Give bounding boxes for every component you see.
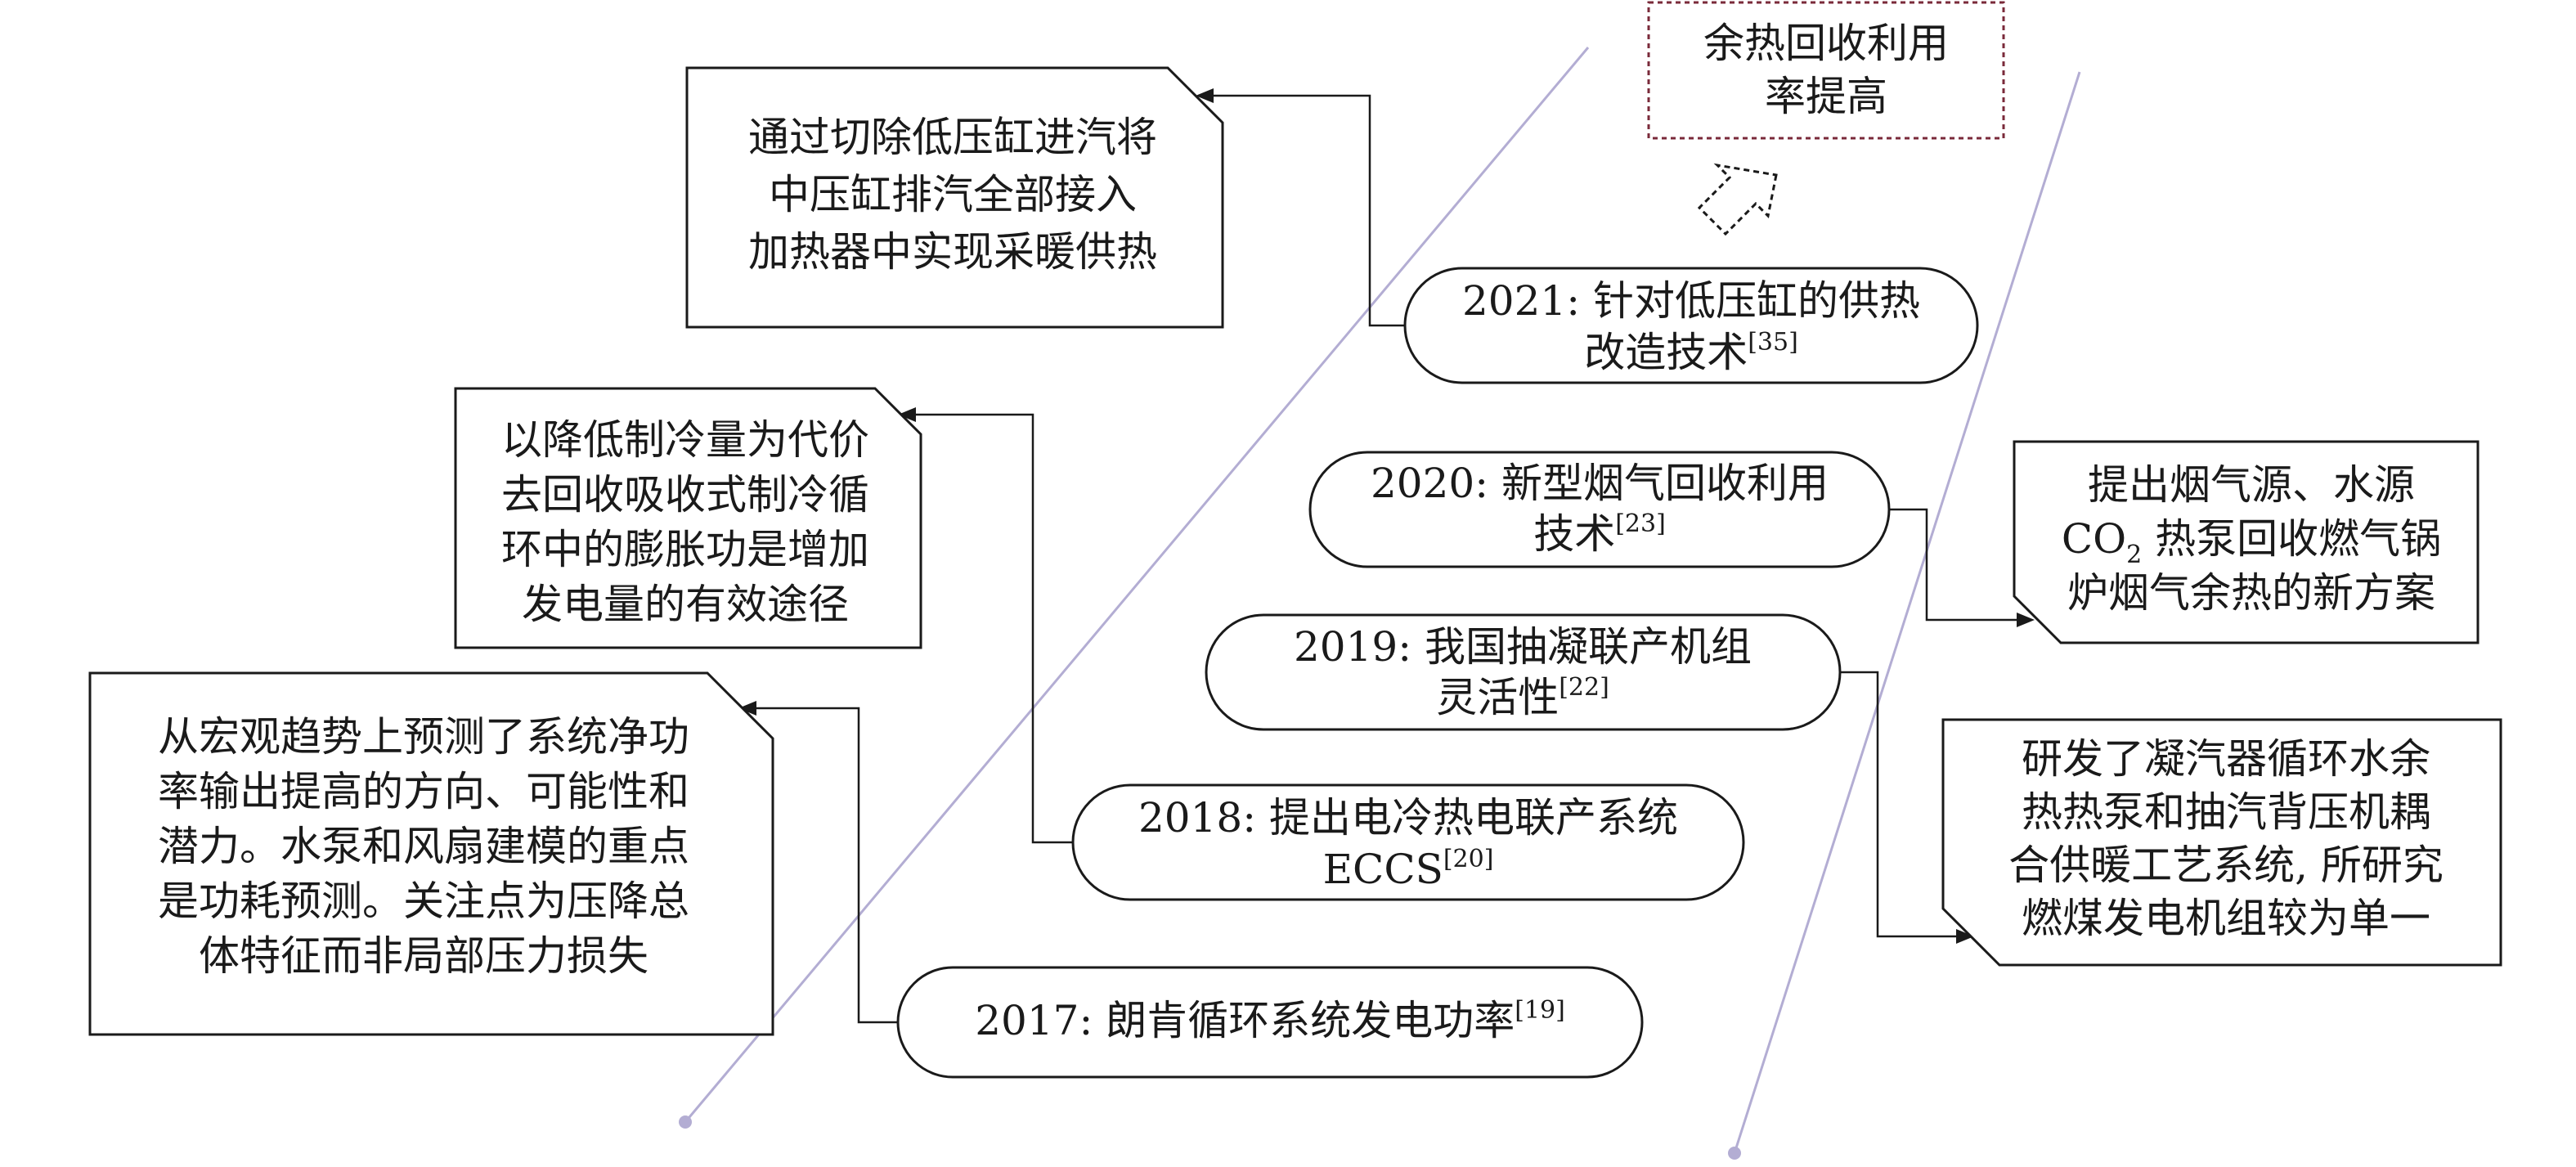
- arrowhead-2018-note: [898, 407, 916, 422]
- note-2017-line-3: 潜力。水泵和风扇建模的重点: [158, 823, 689, 870]
- node-2021-ref: [35]: [1748, 328, 1798, 357]
- note-2020: [2013, 440, 2480, 644]
- note-2018-line-1: 以降低制冷量为代价: [501, 416, 869, 464]
- node-2018-ref: [20]: [1443, 845, 1494, 873]
- arrowhead-2017-note: [738, 701, 756, 716]
- timeline-node-2021: [1403, 267, 1979, 384]
- note-2019: [1941, 718, 2502, 967]
- connector-2021-note: [1210, 94, 1405, 327]
- node-2017-ref: [19]: [1515, 996, 1565, 1025]
- note-2020-line-2: CO2 热泵回收燃气锅: [2062, 515, 2441, 569]
- timeline-node-2020: [1308, 451, 1891, 568]
- note-2017-line-1: 从宏观趋势上预测了系统净功: [158, 713, 689, 761]
- connector-2018-note: [912, 413, 1073, 844]
- note-2018: [454, 387, 922, 649]
- node-2021-line-2: 改造技术[35]: [1584, 328, 1798, 376]
- node-2017-line-1: 2017: 朗肯循环系统发电功率[19]: [975, 996, 1565, 1044]
- node-2018-line-1: 2018: 提出电冷热电联产系统: [1138, 794, 1678, 842]
- node-2019-line-1: 2019: 我国抽凝联产机组: [1294, 623, 1752, 671]
- note-2021-line-2: 中压缸排汽全部接入: [769, 171, 1137, 218]
- timeline-node-2018: [1071, 783, 1745, 901]
- note-2021-line-3: 加热器中实现采暖供热: [748, 228, 1157, 276]
- timeline-line-left: [684, 47, 1590, 1123]
- node-2020-ref: [23]: [1615, 509, 1666, 538]
- note-2019-line-2: 热热泵和抽汽背压机耦: [2022, 788, 2430, 836]
- note-2019-line-4: 燃煤发电机组较为单一: [2022, 895, 2430, 942]
- connector-2020-note: [1889, 508, 2020, 622]
- note-2018-line-2: 去回收吸收式制冷循: [501, 471, 869, 518]
- timeline-dot-right: [1728, 1147, 1741, 1160]
- future-text-line-1: 余热回收利用: [1703, 20, 1949, 67]
- node-2018-line-2: ECCS[20]: [1323, 845, 1494, 893]
- note-2020-line-3: 炉烟气余热的新方案: [2067, 569, 2435, 617]
- note-2021-line-1: 通过切除低压缸进汽将: [748, 114, 1157, 161]
- node-2019-line-2: 灵活性[22]: [1436, 673, 1609, 721]
- note-2019-line-1: 研发了凝汽器循环水余: [2022, 735, 2430, 783]
- note-2020-line-1: 提出烟气源、水源: [2088, 461, 2415, 509]
- node-2020-line-2: 技术[23]: [1533, 509, 1666, 558]
- arrowhead-2019-note: [1956, 929, 1974, 944]
- note-2017-line-2: 率输出提高的方向、可能性和: [158, 768, 689, 815]
- note-2021: [685, 66, 1224, 329]
- arrowhead-2021-note: [1196, 88, 1214, 103]
- note-2017-line-5: 体特征而非局部压力损失: [199, 932, 648, 980]
- node-2020-line-1: 2020: 新型烟气回收利用: [1371, 460, 1829, 507]
- timeline-dot-left: [679, 1115, 692, 1129]
- future-arrow-icon: [1697, 163, 1778, 236]
- timeline-node-2017: [896, 966, 1644, 1079]
- note-2017: [88, 671, 774, 1036]
- note-2019-line-3: 合供暖工艺系统, 所研究: [2008, 842, 2444, 889]
- node-2021-line-1: 2021: 针对低压缸的供热: [1462, 277, 1920, 325]
- arrowhead-2020-note: [2017, 613, 2035, 627]
- timeline-node-2019: [1205, 613, 1842, 731]
- connector-2017-note: [752, 707, 898, 1024]
- future-box: [1647, 1, 2005, 140]
- note-2020-subscript: 2: [2126, 541, 2142, 569]
- connector-2019-note: [1840, 671, 1959, 938]
- note-2017-line-4: 是功耗预测。关注点为压降总: [158, 877, 689, 925]
- note-2018-line-4: 发电量的有效途径: [522, 581, 849, 628]
- future-text-line-2: 率提高: [1765, 73, 1887, 120]
- note-2018-line-3: 环中的膨胀功是增加: [501, 526, 869, 573]
- node-2019-ref: [22]: [1559, 673, 1609, 702]
- timeline-line-right: [1733, 71, 2081, 1154]
